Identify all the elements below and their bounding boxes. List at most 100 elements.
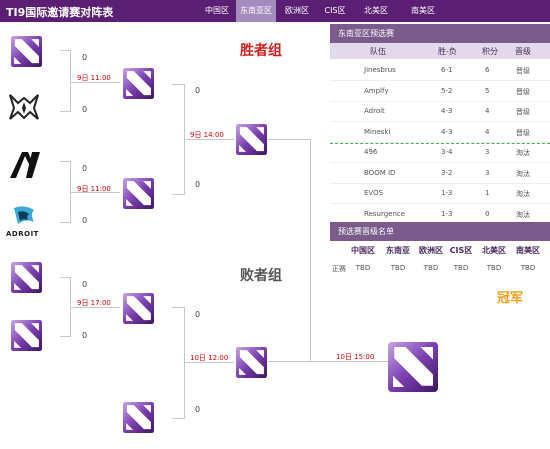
table-row[interactable]: EVOS 1-3 1 淘汰 xyxy=(330,183,550,204)
team-points: 3 xyxy=(485,168,490,177)
bracket-line xyxy=(70,82,120,83)
match-time: 9日 11:00 xyxy=(77,185,111,193)
match-score: 0 xyxy=(82,164,88,173)
promoted-team: TBD xyxy=(423,264,439,272)
dota-icon[interactable] xyxy=(122,293,155,324)
team-status: 晋级 xyxy=(516,108,530,116)
team-name: BOOM ID xyxy=(364,168,396,177)
region-header: 中国区 xyxy=(351,246,375,255)
promoted-team: TBD xyxy=(453,264,469,272)
match-score: 0 xyxy=(82,331,88,340)
team-points: 6 xyxy=(485,66,490,74)
winners-bracket-title: 胜者组 xyxy=(240,43,282,59)
dota-icon[interactable] xyxy=(122,402,155,433)
team-points: 4 xyxy=(485,107,490,115)
team-points: 1 xyxy=(485,189,490,197)
team-points: 3 xyxy=(485,148,490,156)
bracket-line xyxy=(70,192,120,193)
bracket-line xyxy=(172,84,184,85)
qualifier-title: 东南亚区预选赛 xyxy=(330,24,550,43)
dota-icon[interactable] xyxy=(122,68,155,99)
champion-dota-icon[interactable] xyxy=(388,342,438,392)
col-points: 积分 xyxy=(482,47,498,56)
tab-cis[interactable]: CIS区 xyxy=(324,6,346,15)
match-score: 0 xyxy=(195,180,201,189)
bracket-line xyxy=(60,277,70,278)
match-time: 9日 17:00 xyxy=(77,299,111,307)
team-name: 496 xyxy=(364,148,378,156)
team-status: 淘汰 xyxy=(516,169,530,178)
table-row[interactable]: Adroit 4-3 4 晋级 xyxy=(330,101,550,122)
mineski-logo[interactable] xyxy=(8,92,40,122)
team-status: 晋级 xyxy=(516,128,530,137)
bracket-line xyxy=(60,336,70,337)
team-status: 淘汰 xyxy=(516,190,530,198)
dota-icon[interactable] xyxy=(122,178,155,209)
table-row[interactable]: Jinesbrus 6-1 6 晋级 xyxy=(330,60,550,81)
tab-north-america[interactable]: 北美区 xyxy=(364,6,388,15)
match-score: 0 xyxy=(82,105,88,114)
team-points: 4 xyxy=(485,127,490,136)
table-row[interactable]: Amplfy 5-2 5 晋级 xyxy=(330,81,550,102)
dota-icon[interactable] xyxy=(10,262,43,293)
dota-icon[interactable] xyxy=(10,36,43,67)
top-nav-bar: TI9国际邀请赛对阵表 中国区 东南亚区 欧洲区 CIS区 北美区 南美区 xyxy=(0,0,550,22)
team-status: 淘汰 xyxy=(516,149,530,157)
match-score: 0 xyxy=(195,310,201,319)
match-time: 9日 14:00 xyxy=(190,131,224,139)
region-header: 南美区 xyxy=(516,246,540,255)
match-score: 0 xyxy=(82,280,88,289)
team-status: 晋级 xyxy=(516,67,530,75)
losers-bracket-title: 败者组 xyxy=(240,268,282,284)
promoted-team: TBD xyxy=(520,264,536,272)
table-row[interactable]: 496 3-4 3 淘汰 xyxy=(330,142,550,163)
team-name: Adroit xyxy=(364,107,385,115)
champion-label: 冠军 xyxy=(497,291,524,306)
region-header: CIS区 xyxy=(449,246,473,255)
bracket-line xyxy=(310,139,311,361)
adroit-logo[interactable]: ADROIT xyxy=(4,204,44,240)
team-points: 0 xyxy=(485,209,490,218)
team-status: 晋级 xyxy=(516,87,530,96)
tab-china[interactable]: 中国区 xyxy=(205,6,229,15)
match-score: 0 xyxy=(82,216,88,225)
dota-icon[interactable] xyxy=(235,347,268,378)
team-points: 5 xyxy=(485,86,490,95)
bracket-line xyxy=(172,194,184,195)
team-name: Amplfy xyxy=(364,86,389,95)
team-record: 6-1 xyxy=(441,66,453,74)
bracket-line xyxy=(268,139,310,140)
tab-sea[interactable]: 东南亚区 xyxy=(236,0,276,22)
region-header: 北美区 xyxy=(482,246,506,255)
team-record: 4-3 xyxy=(441,107,453,115)
team-name: Resurgence xyxy=(364,209,406,218)
table-row[interactable]: BOOM ID 3-2 3 淘汰 xyxy=(330,163,550,184)
bracket-line xyxy=(70,307,120,308)
col-status: 晋级 xyxy=(515,47,531,56)
bracket-line xyxy=(184,139,234,140)
team-record: 1-3 xyxy=(441,189,453,197)
tab-south-america[interactable]: 南美区 xyxy=(411,6,435,15)
bracket-line xyxy=(70,50,71,112)
team-record: 3-4 xyxy=(441,148,453,156)
bracket-line xyxy=(60,50,70,51)
dota-icon[interactable] xyxy=(235,124,268,155)
bracket-line xyxy=(172,307,184,308)
dota-icon[interactable] xyxy=(10,320,43,351)
team-record: 3-2 xyxy=(441,168,453,177)
496-logo[interactable] xyxy=(8,148,42,182)
team-name: EVOS xyxy=(364,189,384,197)
match-time: 10日 12:00 xyxy=(190,354,229,362)
standings-header: 队伍 胜-负 积分 晋级 xyxy=(330,43,550,59)
qualification-cutoff-line xyxy=(330,143,550,144)
bracket-line xyxy=(184,307,185,419)
team-name: Jinesbrus xyxy=(364,66,396,74)
bracket-line xyxy=(60,161,70,162)
team-name: Mineski xyxy=(364,127,391,136)
col-team: 队伍 xyxy=(370,47,386,56)
promoted-team: TBD xyxy=(355,264,371,272)
bracket-line xyxy=(60,222,70,223)
tab-europe[interactable]: 欧洲区 xyxy=(285,6,309,15)
team-record: 5-2 xyxy=(441,86,453,95)
